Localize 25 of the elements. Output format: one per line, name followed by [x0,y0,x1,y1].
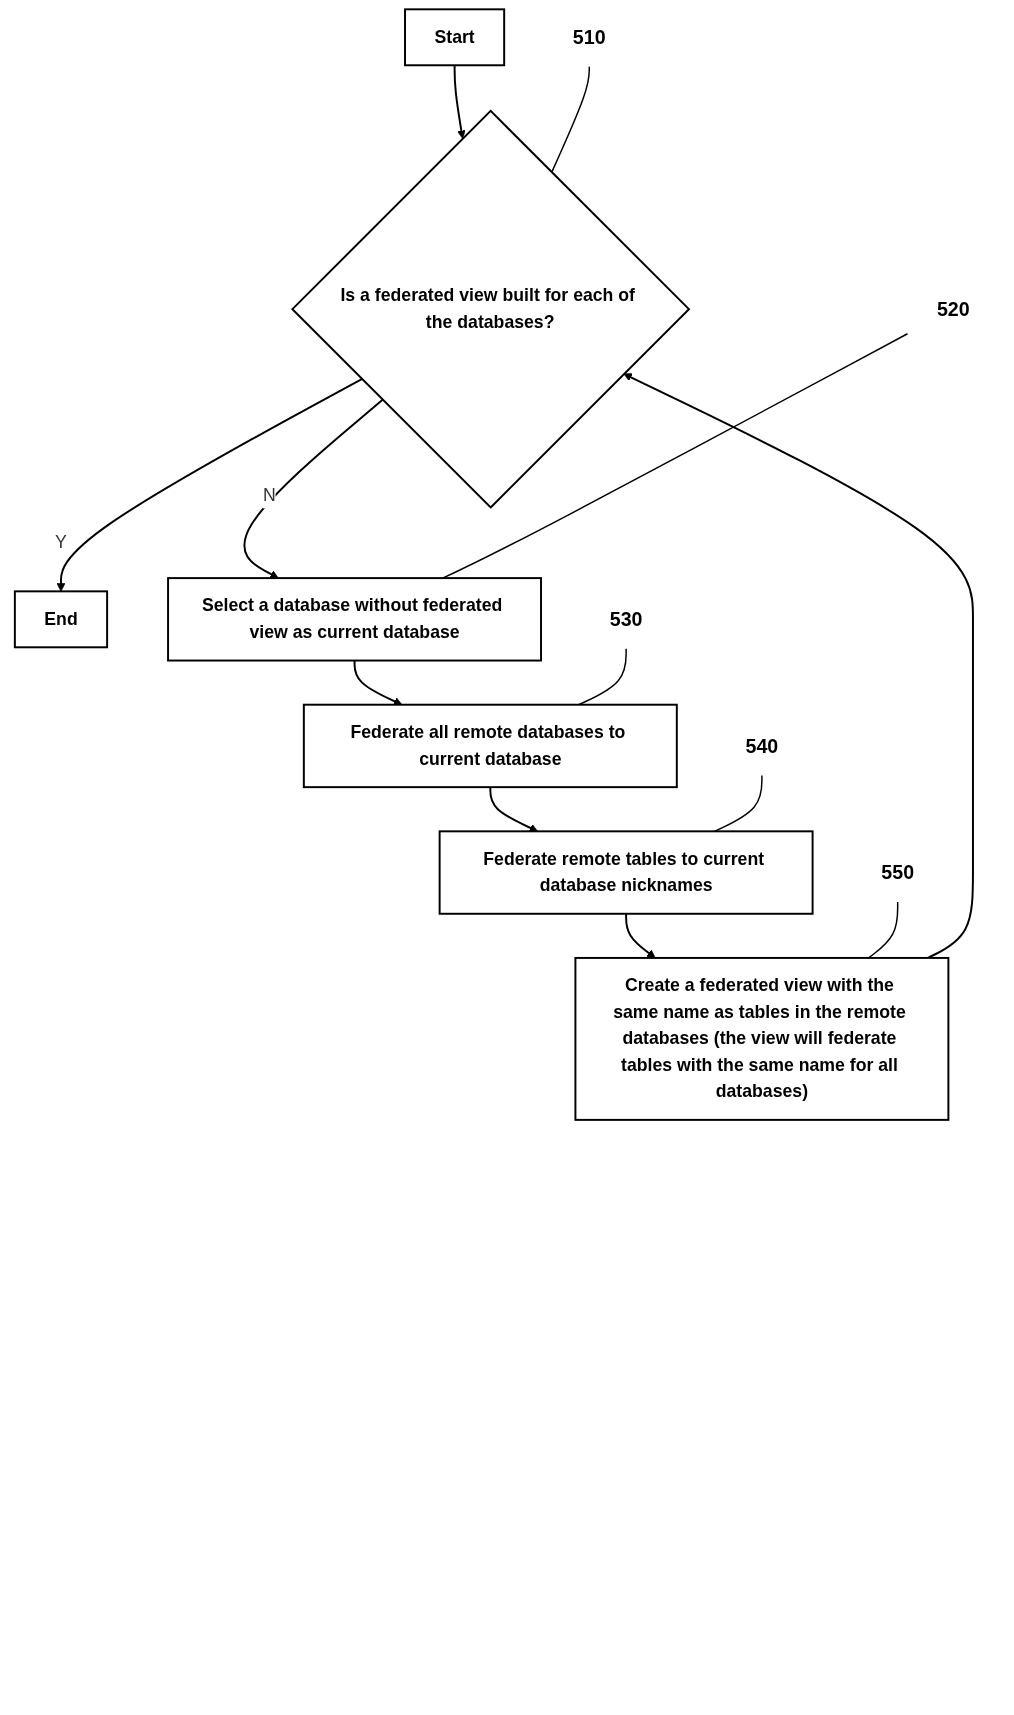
arrow [243,398,384,579]
connector [550,66,590,174]
node-box: End [13,590,109,649]
node-text: 530 [609,608,643,631]
arrow [623,373,974,959]
arrow [625,912,656,959]
node-box: Select a database without federated view as current database [167,577,542,662]
node-box: Start [404,8,506,67]
edge-label: N [262,484,276,505]
arrow [453,64,466,139]
node-box: Federate remote tables to current database nicknames [438,830,814,915]
node-diamond: Is a federated view built for each of the databases? [291,109,691,509]
arrow [489,786,539,832]
arrow [353,659,403,706]
node-text: 540 [745,735,779,757]
connector [578,648,627,706]
connector [441,333,909,579]
node-text: 550 [881,861,915,884]
connector [867,901,899,959]
node-text: 510 [572,26,606,49]
node-box: Create a federated view with the same name as tables in the remote databases (the view will federate tables with the same name for all databases) [574,956,950,1121]
node-text: 520 [936,298,970,320]
arrow [56,378,363,592]
edge-label: Y [55,532,67,553]
node-box: Federate all remote databases to current database [302,703,678,789]
